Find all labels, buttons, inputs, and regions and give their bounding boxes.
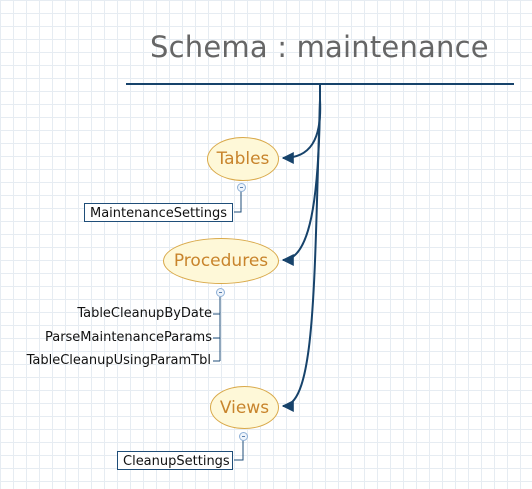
node-tables[interactable]: Tables	[207, 137, 279, 181]
schema-title: Schema : maintenance	[150, 30, 489, 64]
connector-tables	[281, 99, 322, 164]
node-tables-label: Tables	[216, 149, 270, 169]
node-views[interactable]: Views	[210, 386, 279, 429]
connector-views	[281, 99, 321, 412]
leaf-bracket-tables	[234, 191, 242, 213]
leaf-bracket-procedures	[213, 297, 221, 362]
leaf-procedure-item[interactable]: ParseMaintenanceParams	[44, 330, 212, 345]
connector-procedures	[281, 99, 321, 266]
leaf-procedure-item[interactable]: TableCleanupByDate	[77, 306, 212, 321]
leaf-procedure-item[interactable]: TableCleanupUsingParamTbl	[26, 353, 211, 368]
node-views-label: Views	[219, 397, 270, 418]
node-procedures-label: Procedures	[173, 251, 269, 271]
collapse-minus-icon[interactable]	[237, 183, 246, 192]
leaf-table-item[interactable]: MaintenanceSettings	[84, 203, 233, 222]
collapse-minus-icon[interactable]	[216, 288, 225, 297]
node-procedures[interactable]: Procedures	[163, 238, 279, 284]
leaf-view-item[interactable]: CleanupSettings	[117, 451, 233, 470]
leaf-bracket-views	[234, 440, 244, 461]
collapse-minus-icon[interactable]	[239, 432, 248, 441]
